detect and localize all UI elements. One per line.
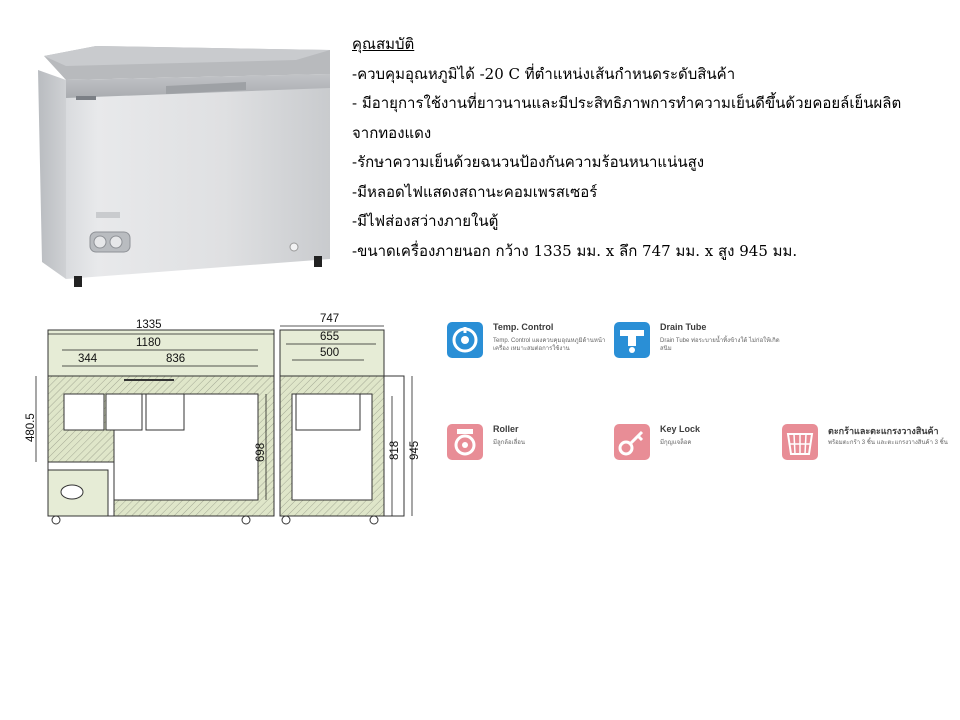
dimension-drawing: 1335 1180 344 836 480.5 698 747 655 500 … [24, 312, 424, 532]
feature-roller: Roller มีลูกล้อเลื่อน [447, 424, 617, 472]
spec-line: -รักษาความเย็นด้วยฉนวนป้องกันความร้อนหนา… [352, 153, 705, 171]
dial-icon [447, 322, 483, 358]
feature-description: มีกุญแจล็อค [660, 440, 692, 446]
feature-temp-control: Temp. Control Temp. Control แผงควบคุมอุณ… [447, 322, 617, 370]
dim-side-height: 818 [389, 441, 401, 460]
spec-line: - มีอายุการใช้งานที่ยาวนานและมีประสิทธิภ… [352, 94, 902, 112]
feature-drain-tube: Drain Tube Drain Tube ท่อระบายน้ำทิ้งข้า… [614, 322, 784, 370]
feature-basket: ตะกร้าและตะแกรงวางสินค้า พร้อมตะกร้า 3 ช… [782, 424, 952, 472]
feature-description: มีลูกล้อเลื่อน [493, 440, 525, 446]
spec-heading: คุณสมบัติ [352, 35, 415, 53]
dim-front-inner-width: 1180 [136, 337, 161, 349]
feature-title: Drain Tube [660, 322, 707, 332]
dim-side-cavity-depth: 500 [320, 347, 339, 359]
spec-list: คุณสมบัติ -ควบคุมอุณหภูมิได้ -20 C ที่ตำ… [352, 30, 942, 266]
spec-line: -มีไฟส่องสว่างภายในตู้ [352, 212, 499, 230]
key-icon [614, 424, 650, 460]
spec-line: -มีหลอดไฟแสดงสถานะคอมเพรสเซอร์ [352, 182, 598, 201]
feature-title: Key Lock [660, 424, 701, 434]
drain-tube-icon [614, 322, 650, 358]
basket-icon [782, 424, 818, 460]
dim-side-inner-depth: 655 [320, 331, 339, 343]
dim-front-step-height: 480.5 [25, 413, 37, 442]
feature-title: Temp. Control [493, 322, 554, 332]
feature-description: Temp. Control แผงควบคุมอุณหภูมิด้านหน้าเ… [493, 338, 606, 352]
roller-icon [447, 424, 483, 460]
dim-front-inner-height: 698 [255, 443, 267, 462]
spec-line: -ควบคุมอุณหภูมิได้ -20 C ที่ตำแหน่งเส้นก… [352, 64, 736, 83]
dim-front-left-section: 344 [78, 353, 98, 365]
feature-title: ตะกร้าและตะแกรงวางสินค้า [828, 426, 939, 436]
feature-title: Roller [493, 424, 519, 434]
feature-key-lock: Key Lock มีกุญแจล็อค [614, 424, 784, 472]
dim-side-depth: 747 [320, 313, 339, 325]
feature-description: Drain Tube ท่อระบายน้ำทิ้งข้างใต้ ไม่ก่อ… [660, 338, 780, 352]
dim-front-width: 1335 [136, 319, 162, 331]
feature-description: พร้อมตะกร้า 3 ชิ้น และตะแกรงวางสินค้า 3 … [828, 440, 948, 446]
spec-line: จากทองแดง [352, 123, 432, 142]
dim-front-right-section: 836 [166, 353, 185, 365]
spec-line: -ขนาดเครื่องภายนอก กว้าง 1335 มม. x ลึก … [352, 241, 798, 260]
dim-side-total-height: 945 [409, 441, 421, 460]
product-photo [36, 44, 332, 289]
